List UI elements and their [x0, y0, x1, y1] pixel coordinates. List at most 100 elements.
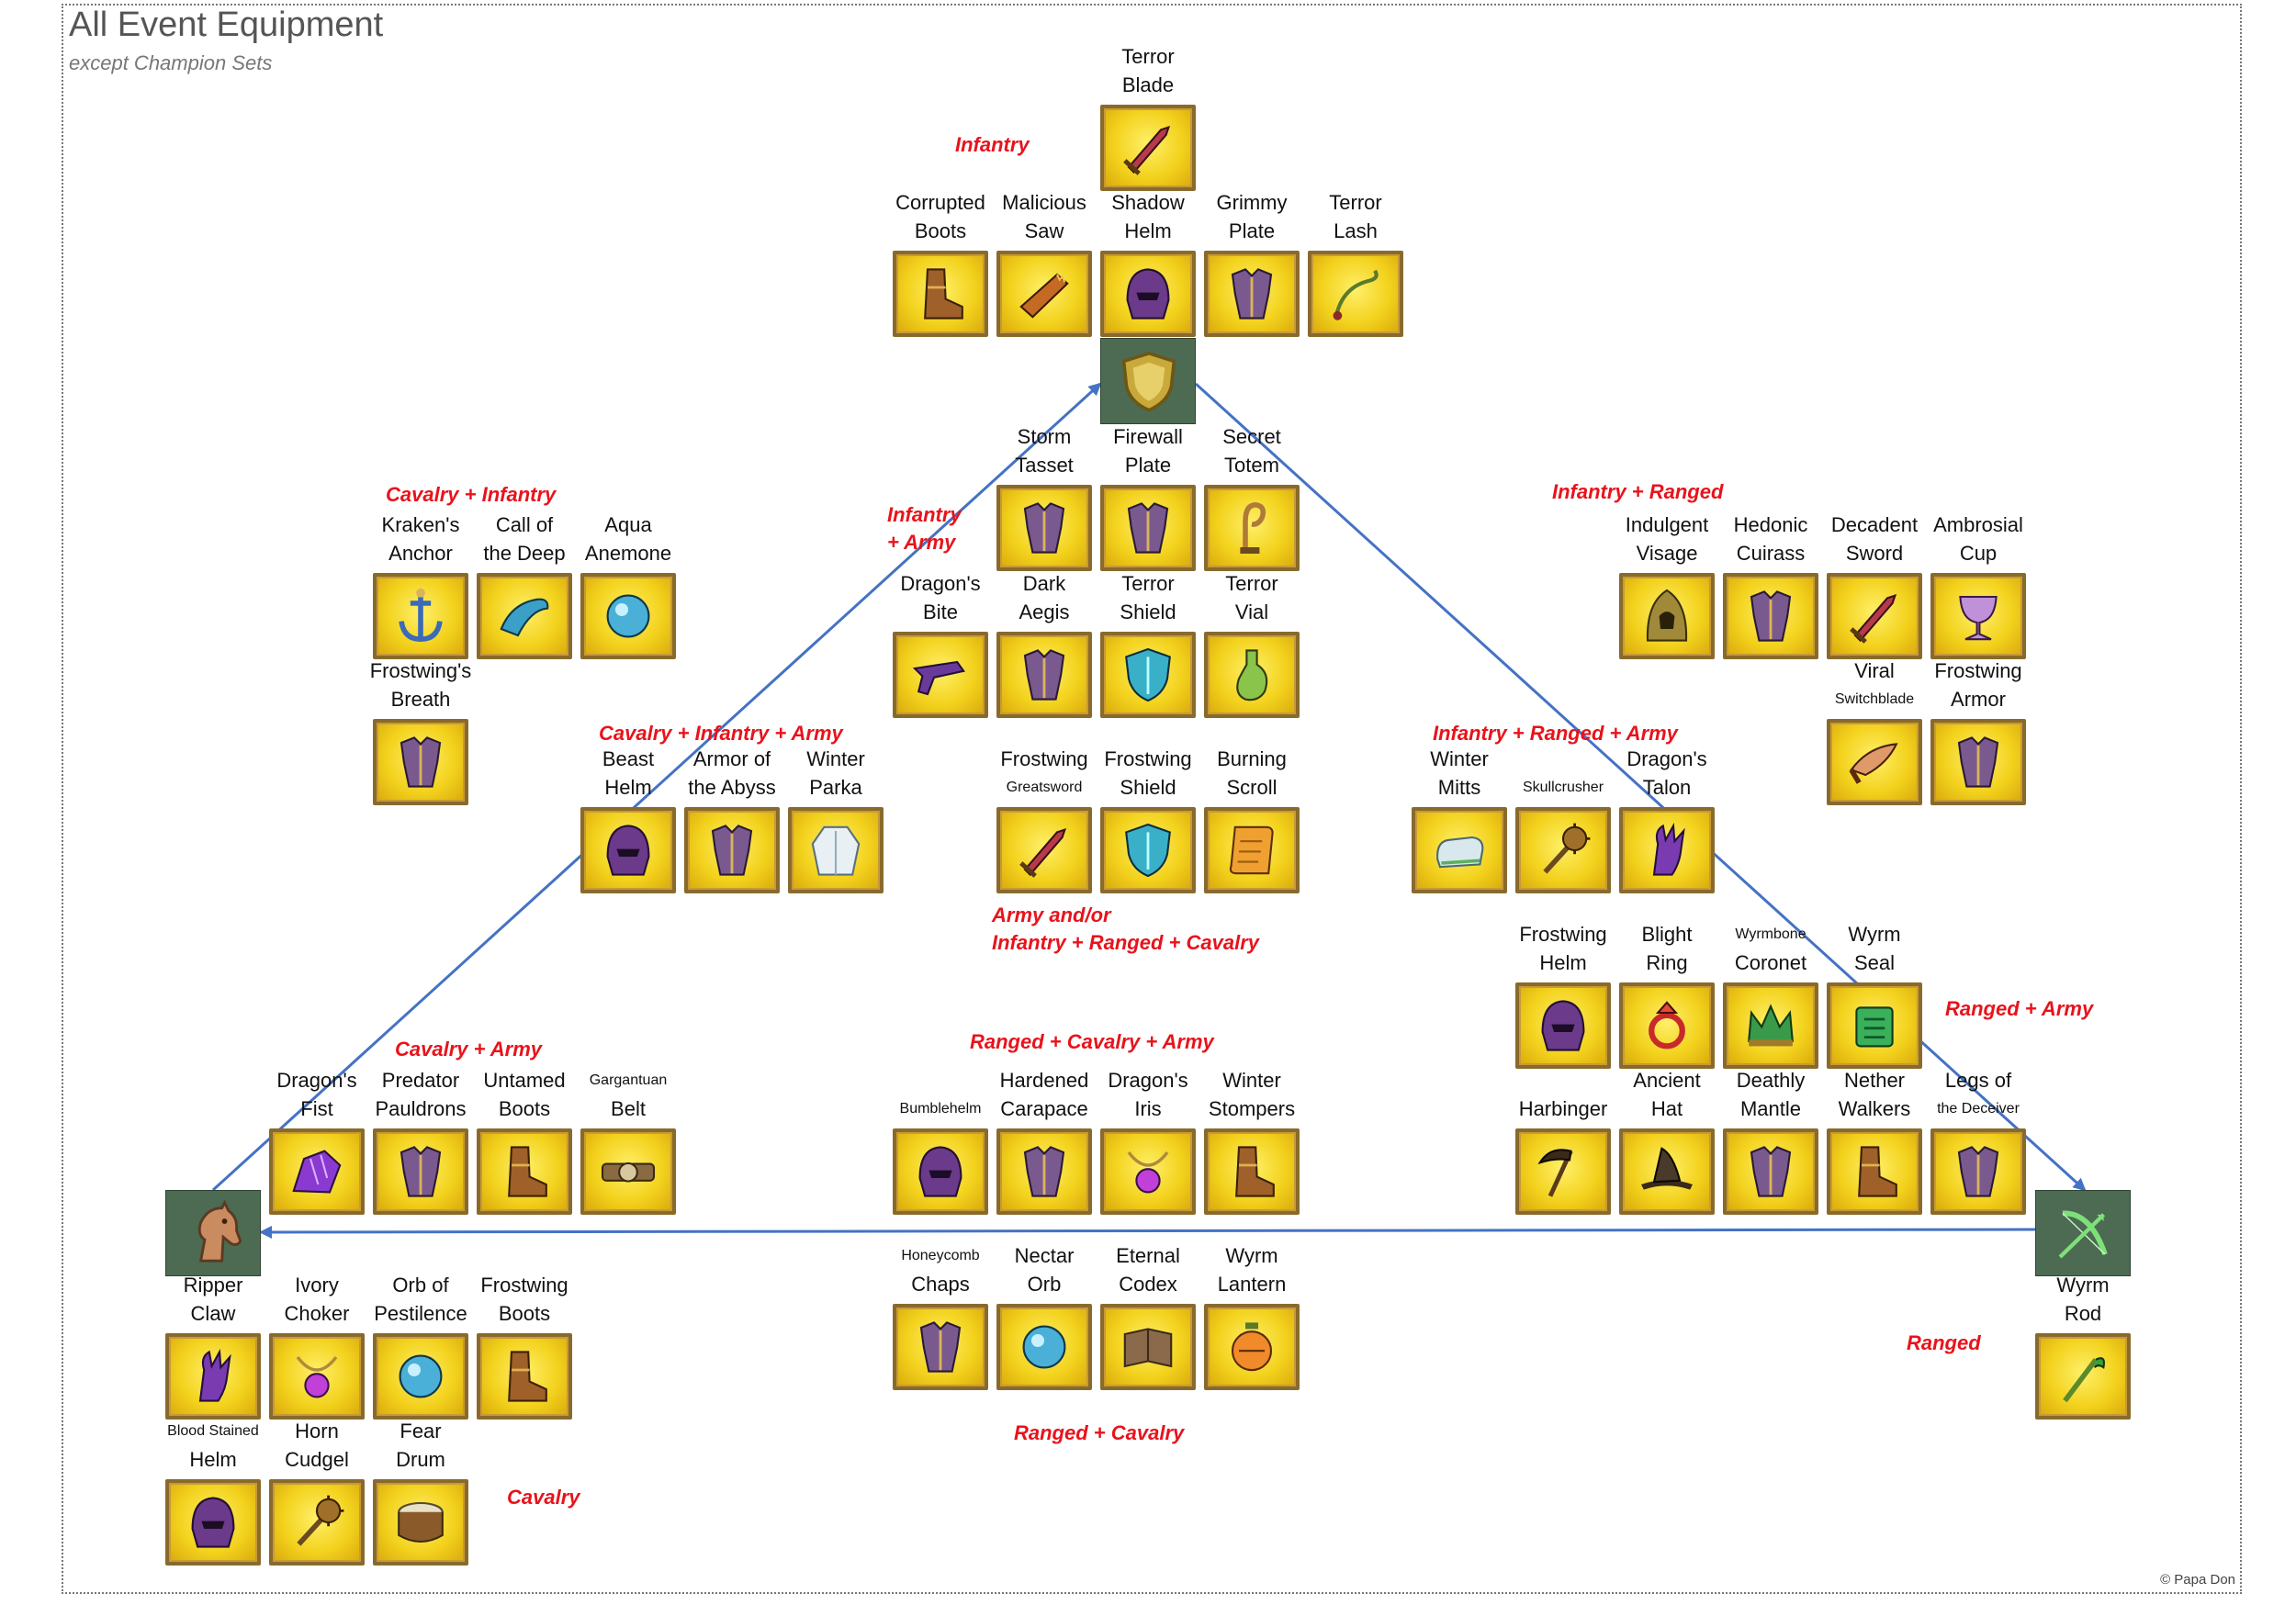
amulet-icon	[296, 1355, 338, 1398]
equipment-name-line2: Blade	[1121, 73, 1175, 96]
equipment-name-line2: Fist	[300, 1097, 333, 1120]
equipment-name-line2: Iris	[1134, 1097, 1162, 1120]
page-subtitle: except Champion Sets	[69, 51, 273, 74]
book-icon	[1123, 1328, 1173, 1368]
whip-icon	[1333, 269, 1379, 320]
equipment-name-line1: Winter	[806, 747, 865, 770]
shield-icon	[1125, 647, 1171, 702]
equipment-name-line2: Helm	[189, 1448, 237, 1471]
category-cavalry-infantry: Cavalry + Infantry	[386, 483, 557, 506]
equipment-name-line1: Wyrmbone	[1735, 926, 1806, 942]
ring-icon	[1649, 1001, 1685, 1049]
equipment-name-line1: Legs of	[1944, 1069, 2012, 1092]
boot-icon	[1235, 1146, 1275, 1197]
equipment-name-line1: Malicious	[1002, 191, 1086, 214]
equipment-tile	[996, 1304, 1092, 1390]
armor-icon	[1127, 502, 1169, 554]
equipment-name-line1: Burning	[1217, 747, 1287, 770]
equipment-name-line1: Dragon's	[1626, 747, 1707, 770]
category-infantry-ranged-army: Infantry + Ranged + Army	[1433, 722, 1678, 745]
equipment-name-line2: Talon	[1642, 776, 1692, 799]
equipment-name-line1: Nether	[1843, 1069, 1906, 1092]
equipment-name-line1: Dark	[1022, 572, 1066, 595]
equipment-name-line2: Harbinger	[1518, 1097, 1608, 1120]
infantry-hub	[1100, 338, 1196, 424]
sword-icon	[1123, 125, 1171, 175]
equipment-tile	[996, 807, 1092, 893]
boot-icon	[508, 1351, 547, 1402]
equipment-name-line1: Ivory	[295, 1274, 339, 1296]
equipment-tile	[1619, 807, 1715, 893]
shield-icon	[1125, 823, 1171, 878]
equipment-name-line2: Lantern	[1217, 1273, 1287, 1296]
equipment-name-line2: Carapace	[1000, 1097, 1088, 1120]
hat-icon	[1641, 1147, 1693, 1190]
equipment-name-line2: Stompers	[1208, 1097, 1296, 1120]
armor-icon	[1957, 736, 1999, 788]
equipment-tile	[1723, 573, 1818, 659]
equipment-tile	[373, 719, 468, 805]
equipment-tile	[269, 1333, 365, 1420]
equipment-name-line2: Bite	[923, 600, 958, 623]
equipment-tile	[1723, 982, 1818, 1069]
equipment-tile	[1204, 1304, 1300, 1390]
equipment-name-line2: Parka	[809, 776, 862, 799]
equipment-name-line1: Beast	[602, 747, 655, 770]
equipment-name-line2: Shield	[1120, 600, 1176, 623]
equipment-name-line1: Armor of	[692, 747, 771, 770]
equipment-name-line1: Secret	[1222, 425, 1281, 448]
equipment-name-line1: Terror	[1121, 45, 1175, 68]
horse-head-icon	[197, 1200, 242, 1263]
equipment-tile	[996, 251, 1092, 337]
equipment-name-line1: Indulgent	[1625, 513, 1709, 536]
equipment-name-line2: Claw	[190, 1302, 236, 1325]
equipment-name-line2: Hat	[1650, 1097, 1683, 1120]
category-ranged-cavalry-army: Ranged + Cavalry + Army	[970, 1030, 1214, 1053]
equipment-name-line2: Plate	[1228, 219, 1276, 242]
equipment-name-line2: Anchor	[388, 542, 453, 565]
equipment-name-line1: Wyrm	[1848, 923, 1901, 946]
helmet-icon	[1541, 1000, 1585, 1051]
category-army-all: Army and/or Infantry + Ranged + Cavalry	[992, 904, 1259, 954]
mace-icon	[297, 1495, 344, 1546]
equipment-tile	[1100, 105, 1196, 191]
equipment-name-line1: Wyrm	[1225, 1244, 1278, 1267]
armor-icon	[1023, 649, 1065, 701]
equipment-tile	[1723, 1128, 1818, 1215]
belt-icon	[601, 1162, 656, 1183]
equipment-tile	[1204, 632, 1300, 718]
claw-icon	[198, 1348, 231, 1402]
armor-icon	[1231, 268, 1273, 320]
armor-icon	[1750, 590, 1792, 642]
equipment-name-line1: Firewall	[1113, 425, 1183, 448]
equipment-name-line2: Chaps	[911, 1273, 970, 1296]
equipment-name-line2: Bumblehelm	[899, 1101, 982, 1117]
equipment-tile	[1308, 251, 1403, 337]
equipment-name: Harbinger	[1503, 1066, 1624, 1123]
equipment-tile	[165, 1333, 261, 1420]
equipment-tile	[1412, 807, 1507, 893]
equipment-name-line1: Eternal	[1116, 1244, 1180, 1267]
equipment-name-line1: Predator	[381, 1069, 460, 1092]
equipment-name-line1: Terror	[1121, 572, 1175, 595]
category-infantry-army: Infantry + Army	[887, 503, 962, 554]
equipment-tile	[477, 1128, 572, 1215]
equipment-name-line2: Pauldrons	[375, 1097, 467, 1120]
